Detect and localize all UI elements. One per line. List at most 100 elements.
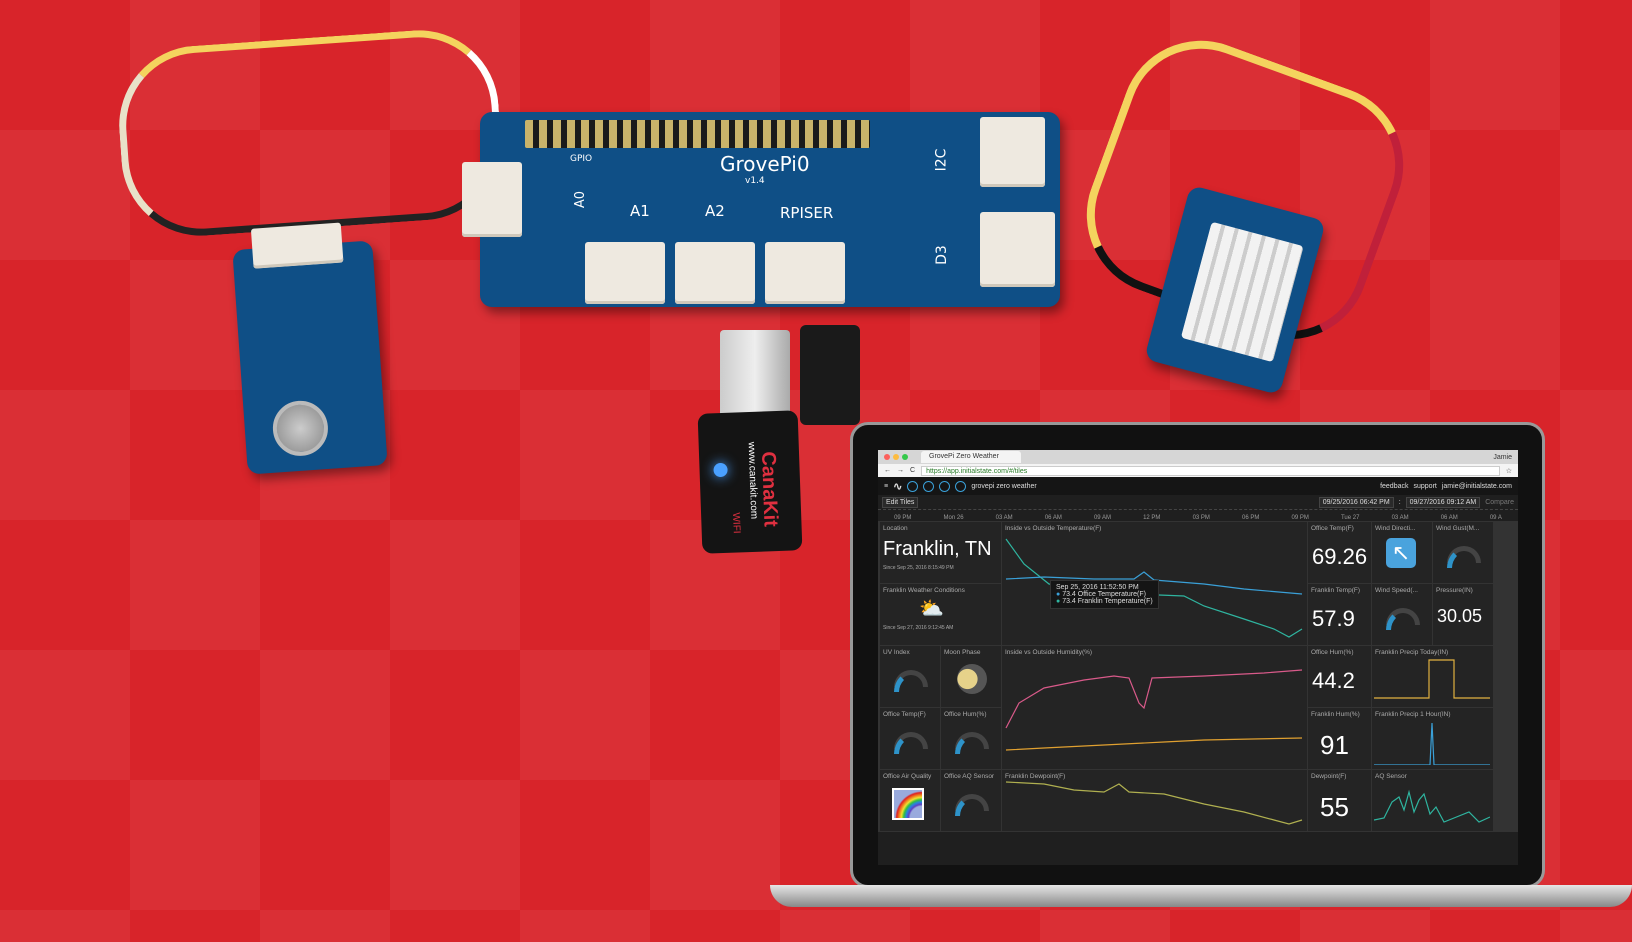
feedback-link[interactable]: feedback [1380, 482, 1409, 490]
tiles-grid: Location Franklin, TN Since Sep 25, 2016… [878, 521, 1518, 832]
tile-title: Franklin Temp(F) [1311, 587, 1361, 594]
tile-title: Franklin Weather Conditions [883, 587, 965, 594]
gauge-icon [1386, 608, 1420, 630]
tooltip-value: 73.4 [1062, 598, 1076, 605]
tile-humidity-chart[interactable]: Inside vs Outside Humidity(%) [1002, 646, 1307, 769]
connector-a1 [585, 242, 665, 304]
tile-moon-phase[interactable]: Moon Phase [941, 646, 1001, 707]
tile-title: Franklin Precip Today(IN) [1375, 649, 1449, 656]
pressure-value: 30.05 [1437, 606, 1483, 626]
tile-office-air-quality[interactable]: Office Air Quality [880, 770, 940, 831]
connector-a0 [462, 162, 522, 237]
edit-tiles-button[interactable]: Edit Tiles [882, 496, 919, 508]
precip-today-line [1374, 659, 1490, 699]
office-temperature-line [1005, 571, 1303, 595]
initialstate-logo-icon[interactable]: ∿ [893, 480, 903, 493]
tile-dewpoint[interactable]: Dewpoint(F)55 [1308, 770, 1371, 831]
timeline-tick: 09 PM [894, 515, 912, 521]
tooltip-series: Franklin Temperature(F) [1077, 598, 1153, 605]
waves-view-icon[interactable] [923, 480, 935, 492]
date-from-input[interactable]: 09/25/2016 06:42 PM [1318, 496, 1394, 508]
tile-precip-hour[interactable]: Franklin Precip 1 Hour(IN) [1372, 708, 1493, 769]
timeline-tick: 03 AM [995, 515, 1013, 521]
timeline-tick: 03 PM [1192, 515, 1210, 521]
wifi-dongle: CanaKit www.canakit.com WIFI [697, 410, 803, 554]
dashboard-name[interactable]: grovepi zero weather [971, 482, 1037, 490]
label-a2: A2 [705, 202, 725, 220]
tile-office-aq-sensor[interactable]: Office AQ Sensor [941, 770, 1001, 831]
tile-title: UV Index [883, 649, 910, 656]
maximize-window-icon[interactable] [902, 454, 908, 460]
temperature-chart [1005, 538, 1303, 638]
minimize-window-icon[interactable] [893, 454, 899, 460]
forward-icon[interactable]: → [897, 467, 904, 474]
grove-cable-left [113, 24, 507, 242]
tile-pressure[interactable]: Pressure(IN) 30.05 [1433, 584, 1493, 645]
tile-wind-direction[interactable]: Wind Directi... ↖ [1372, 522, 1432, 583]
label-a1: A1 [630, 202, 650, 220]
dewpoint-value: 55 [1320, 792, 1349, 822]
timeline-tick: 12 PM [1143, 515, 1161, 521]
timeline-tick: 09 PM [1291, 515, 1309, 521]
tile-office-temp-gauge[interactable]: Office Temp(F) [880, 708, 940, 769]
tile-title: Franklin Hum(%) [1311, 711, 1360, 718]
tile-title: Franklin Dewpoint(F) [1005, 773, 1066, 780]
tile-office-temp[interactable]: Office Temp(F)69.26 [1308, 522, 1371, 583]
tile-precip-today[interactable]: Franklin Precip Today(IN) [1372, 646, 1493, 707]
tile-temperature-chart[interactable]: Inside vs Outside Temperature(F) Sep 25,… [1002, 522, 1307, 645]
tile-office-hum-gauge[interactable]: Office Hum(%) [941, 708, 1001, 769]
tile-title: Pressure(IN) [1436, 587, 1473, 594]
bucket-icon[interactable] [955, 480, 967, 492]
date-to-input[interactable]: 09/27/2016 09:12 AM [1405, 496, 1481, 508]
close-window-icon[interactable] [884, 454, 890, 460]
bookmark-star-icon[interactable]: ☆ [1505, 467, 1512, 475]
moon-icon [957, 664, 987, 694]
compare-toggle[interactable]: Compare [1485, 498, 1514, 506]
location-since: Since Sep 25, 2016 8:15:49 PM [883, 565, 954, 571]
tile-franklin-temp[interactable]: Franklin Temp(F)57.9 [1308, 584, 1371, 645]
aq-sensor-line [1374, 789, 1490, 823]
tile-franklin-hum[interactable]: Franklin Hum(%)91 [1308, 708, 1371, 769]
browser-tab[interactable]: GrovePi Zero Weather [921, 451, 1021, 463]
support-link[interactable]: support [1413, 482, 1437, 490]
tile-weather-conditions[interactable]: Franklin Weather Conditions ⛅ Since Sep … [880, 584, 1001, 645]
tile-dewpoint-chart[interactable]: Franklin Dewpoint(F) [1002, 770, 1307, 831]
laptop-screen: GrovePi Zero Weather Jamie ← → C https://a… [878, 450, 1518, 865]
account-link[interactable]: jamie@initialstate.com [1441, 482, 1512, 490]
tiles-view-icon[interactable] [907, 480, 919, 492]
gauge-icon [955, 732, 989, 754]
wifi-led-icon [713, 462, 728, 478]
reload-icon[interactable]: C [910, 467, 916, 474]
laptop-base [770, 885, 1632, 907]
label-d3: D3 [933, 245, 950, 265]
tile-title: Location [883, 525, 908, 532]
browser-tab-bar: GrovePi Zero Weather Jamie [878, 450, 1518, 464]
tile-aq-sensor[interactable]: AQ Sensor [1372, 770, 1493, 831]
tile-office-hum[interactable]: Office Hum(%)44.2 [1308, 646, 1371, 707]
connector-i2c [980, 117, 1045, 187]
tile-uv-index[interactable]: UV Index [880, 646, 940, 707]
dongle-brand: CanaKit [756, 450, 782, 528]
humidity-chart [1005, 669, 1303, 751]
timeline-tick: 06 AM [1440, 515, 1458, 521]
timeline-tick: 09 A [1489, 515, 1502, 521]
tile-title: Inside vs Outside Humidity(%) [1005, 649, 1093, 656]
address-input[interactable]: https://app.initialstate.com/#/tiles [921, 465, 1500, 476]
lines-view-icon[interactable] [939, 480, 951, 492]
tile-wind-speed[interactable]: Wind Speed(... [1372, 584, 1432, 645]
aq-sensor-chart [1374, 789, 1490, 823]
date-range-bar: Edit Tiles 09/25/2016 06:42 PM: 09/27/20… [878, 495, 1518, 509]
connector-a2 [675, 242, 755, 304]
menu-icon[interactable]: ≡ [884, 482, 889, 490]
tile-wind-gust[interactable]: Wind Gust(M... [1433, 522, 1493, 583]
url-bar: ← → C https://app.initialstate.com/#/tiles… [878, 464, 1518, 477]
rainbow-icon [892, 788, 924, 820]
precip-hour-chart [1374, 722, 1490, 765]
office-hum-value: 44.2 [1312, 668, 1355, 693]
tile-location[interactable]: Location Franklin, TN Since Sep 25, 2016… [880, 522, 1001, 583]
gauge-icon [894, 732, 928, 754]
precip-hour-line [1374, 722, 1490, 765]
back-icon[interactable]: ← [884, 467, 891, 474]
browser-user[interactable]: Jamie [1493, 453, 1512, 461]
